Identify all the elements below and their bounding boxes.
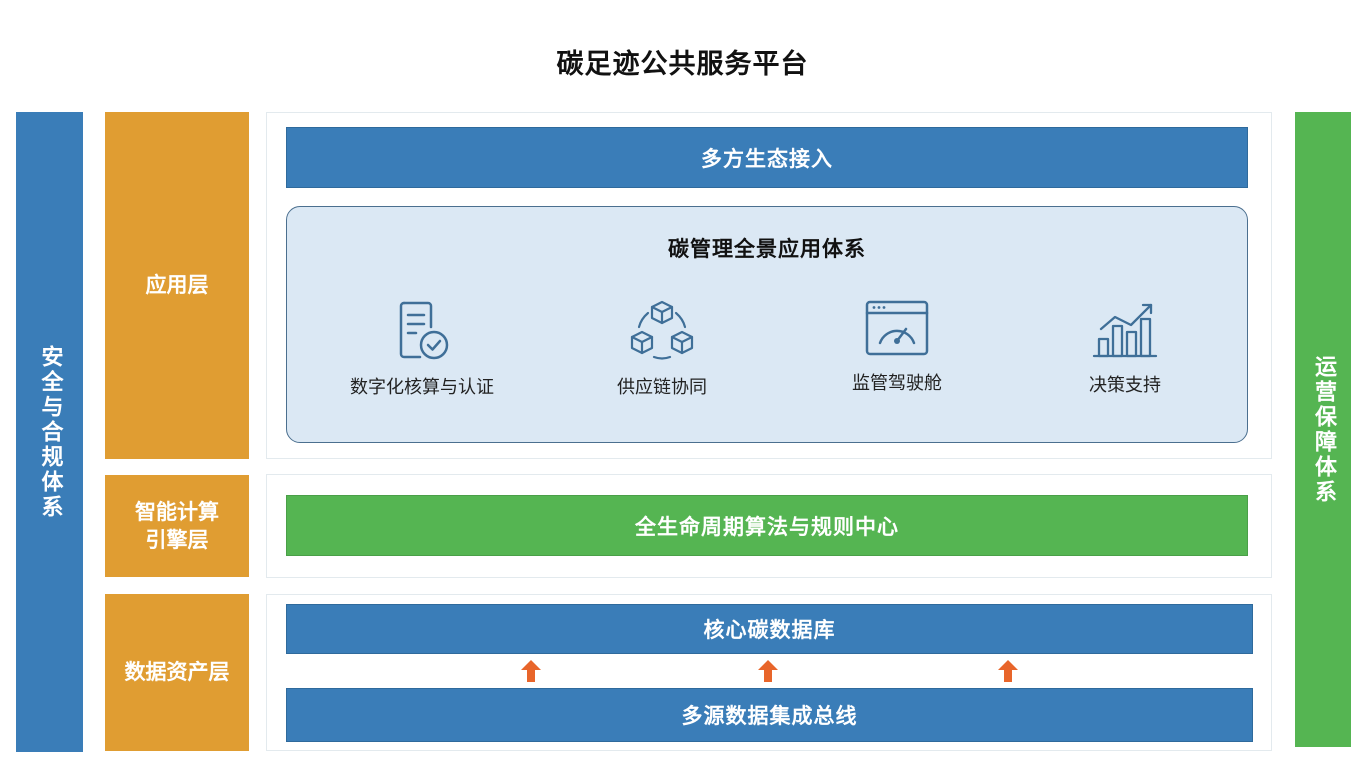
- security-compliance-pillar: 安全与合规体系: [16, 112, 83, 752]
- up-arrow-icon: [758, 660, 778, 682]
- core-carbon-database-bar: 核心碳数据库: [286, 604, 1253, 654]
- engine-layer-label: 智能计算 引擎层: [105, 475, 249, 577]
- diagram-title: 碳足迹公共服务平台: [556, 49, 809, 80]
- feature-digital-accounting: 数字化核算与认证: [302, 299, 542, 399]
- ecosystem-access-label: 多方生态接入: [701, 146, 833, 171]
- application-layer-label: 应用层: [105, 112, 249, 459]
- document-check-icon: [399, 301, 449, 360]
- up-arrow-icon: [521, 660, 541, 682]
- lifecycle-algorithm-center-label: 全生命周期算法与规则中心: [635, 514, 899, 539]
- dashboard-gauge-icon: [865, 300, 929, 356]
- up-arrow-icon: [998, 660, 1018, 682]
- operations-assurance-label: 运营保障体系: [1311, 354, 1336, 505]
- multi-source-data-bus-bar: 多源数据集成总线: [286, 688, 1253, 742]
- operations-assurance-pillar: 运营保障体系: [1295, 112, 1351, 747]
- lifecycle-algorithm-center-bar: 全生命周期算法与规则中心: [286, 495, 1248, 556]
- ecosystem-access-bar: 多方生态接入: [286, 127, 1248, 188]
- security-compliance-label: 安全与合规体系: [37, 344, 63, 520]
- boxes-cycle-icon: [630, 300, 694, 360]
- feature-label: 监管驾驶舱: [852, 373, 942, 394]
- data-layer-label: 数据资产层: [105, 594, 249, 751]
- feature-decision-support: 决策支持: [1005, 299, 1245, 397]
- multi-source-data-bus-label: 多源数据集成总线: [681, 704, 858, 728]
- carbon-management-app-system: 碳管理全景应用体系 数字化核算与认证: [286, 206, 1248, 443]
- feature-label: 供应链协同: [617, 377, 707, 398]
- feature-label: 数字化核算与认证: [350, 377, 494, 398]
- core-carbon-database-label: 核心碳数据库: [703, 618, 836, 642]
- feature-supply-chain: 供应链协同: [542, 299, 782, 399]
- feature-regulatory-cockpit: 监管驾驶舱: [777, 299, 1017, 395]
- feature-label: 决策支持: [1089, 375, 1161, 396]
- app-system-title: 碳管理全景应用体系: [668, 237, 866, 261]
- bar-chart-trend-icon: [1092, 303, 1158, 358]
